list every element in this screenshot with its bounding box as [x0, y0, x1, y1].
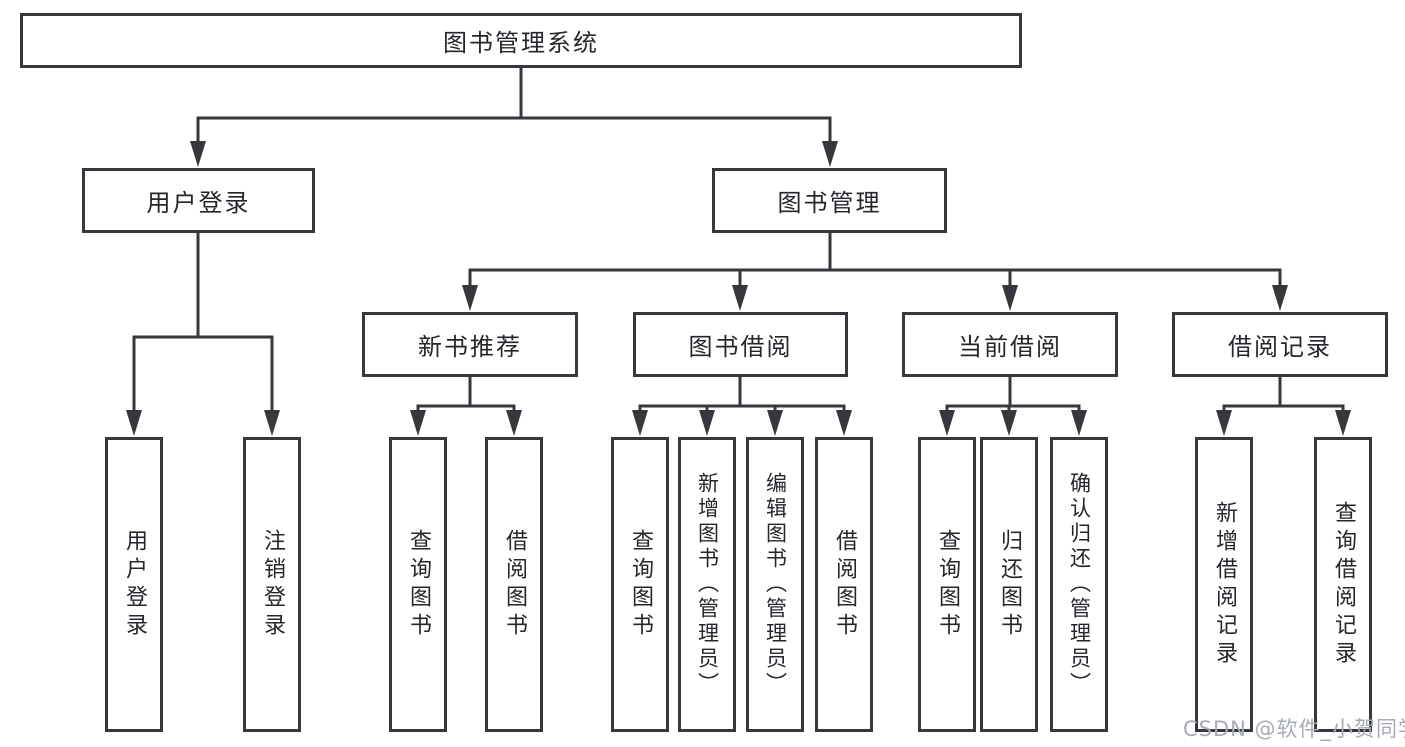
leaf-user-login-label: 用户登录 — [122, 528, 147, 641]
watermark: CSDN @软件_小贺同学 — [1183, 717, 1405, 741]
leaf-query-books-current: 查询图书 — [918, 437, 976, 732]
node-current-borrowing-label: 当前借阅 — [958, 333, 1062, 361]
node-book-management-label: 图书管理 — [777, 189, 882, 217]
leaf-logout: 注销登录 — [243, 437, 301, 732]
leaf-borrow-books-borrowing-label: 借阅图书 — [832, 528, 857, 641]
leaf-borrow-books-recommend: 借阅图书 — [485, 437, 543, 732]
leaf-add-book-admin-label: 新增图书（管理员） — [695, 472, 720, 697]
leaf-borrow-books-recommend-label: 借阅图书 — [502, 528, 527, 641]
leaf-edit-book-admin: 编辑图书（管理员） — [746, 437, 804, 732]
leaf-confirm-return-admin: 确认归还（管理员） — [1050, 437, 1108, 732]
leaf-query-books-borrowing: 查询图书 — [611, 437, 669, 732]
node-new-book-recommend: 新书推荐 — [362, 312, 578, 377]
leaf-query-borrow-record-label: 查询借阅记录 — [1331, 500, 1356, 669]
leaf-add-borrow-record-label: 新增借阅记录 — [1212, 500, 1237, 669]
node-library-system: 图书管理系统 — [20, 13, 1022, 68]
node-book-borrowing: 图书借阅 — [633, 312, 848, 377]
node-borrowing-records-label: 借阅记录 — [1228, 333, 1332, 361]
leaf-return-books-label: 归还图书 — [997, 528, 1022, 641]
leaf-add-book-admin: 新增图书（管理员） — [678, 437, 736, 732]
node-current-borrowing: 当前借阅 — [902, 312, 1118, 377]
leaf-query-borrow-record: 查询借阅记录 — [1314, 437, 1372, 732]
node-new-book-recommend-label: 新书推荐 — [418, 333, 522, 361]
leaf-add-borrow-record: 新增借阅记录 — [1195, 437, 1253, 732]
leaf-confirm-return-admin-label: 确认归还（管理员） — [1067, 472, 1092, 697]
leaf-logout-label: 注销登录 — [260, 528, 285, 641]
node-user-login-label: 用户登录 — [146, 189, 251, 217]
node-library-system-label: 图书管理系统 — [443, 29, 599, 57]
node-user-login: 用户登录 — [82, 168, 315, 233]
leaf-query-books-borrowing-label: 查询图书 — [628, 528, 653, 641]
leaf-query-books-current-label: 查询图书 — [935, 528, 960, 641]
leaf-edit-book-admin-label: 编辑图书（管理员） — [763, 472, 788, 697]
node-book-borrowing-label: 图书借阅 — [688, 333, 793, 361]
leaf-borrow-books-borrowing: 借阅图书 — [815, 437, 873, 732]
leaf-query-books-recommend-label: 查询图书 — [406, 528, 431, 641]
node-book-management: 图书管理 — [712, 168, 947, 233]
leaf-query-books-recommend: 查询图书 — [389, 437, 447, 732]
node-borrowing-records: 借阅记录 — [1172, 312, 1388, 377]
leaf-user-login: 用户登录 — [105, 437, 163, 732]
leaf-return-books: 归还图书 — [980, 437, 1038, 732]
